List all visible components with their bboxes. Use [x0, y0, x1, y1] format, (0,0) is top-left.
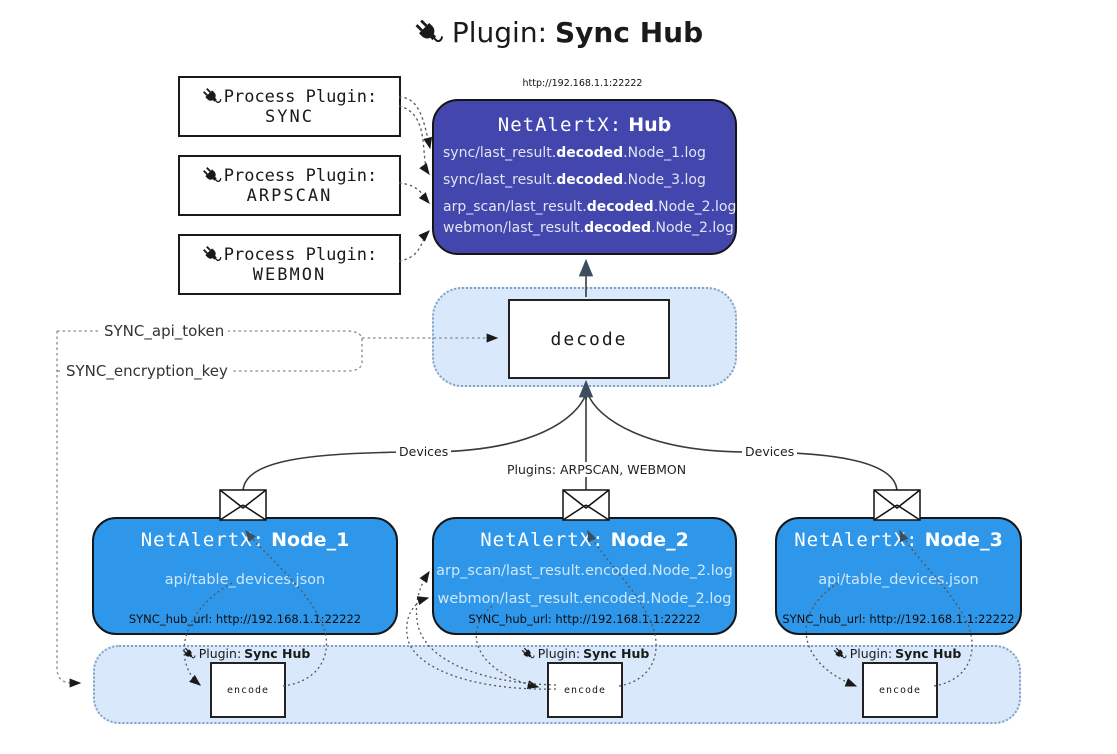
process-plugin-box-arpscan: Process Plugin: ARPSCAN: [178, 155, 401, 216]
encode-caption-prefix: Plugin:: [198, 646, 242, 661]
process-plugin-name: SYNC: [265, 106, 314, 127]
plug-icon: [202, 87, 222, 107]
node-hub-url: SYNC_hub_url: http://192.168.1.1:22222: [782, 612, 1015, 626]
decode-box: decode: [508, 299, 670, 379]
process-plugin-label: Process Plugin:: [223, 165, 378, 186]
log-pre: sync/last_result.: [443, 145, 557, 161]
process-plugin-label: Process Plugin:: [223, 86, 378, 107]
encode-caption-name: Sync Hub: [244, 646, 311, 661]
process-plugin-box-sync: Process Plugin: SYNC: [178, 76, 401, 137]
encode-label: encode: [226, 684, 270, 696]
hub-title-prefix: NetAlertX:: [497, 114, 623, 136]
node-file-line: api/table_devices.json: [164, 572, 326, 588]
node-file-line: arp_scan/last_result.encoded.Node_2.log: [436, 563, 733, 579]
encode-label: encode: [563, 684, 607, 696]
node-title: NetAlertX: Node_2: [434, 529, 735, 551]
plugins-label-mid: Plugins: ARPSCAN, WEBMON: [504, 462, 690, 477]
node-box-node1: NetAlertX: Node_1 api/table_devices.json…: [92, 517, 398, 635]
node-title-name: Node_3: [924, 529, 1003, 551]
node-title-prefix: NetAlertX:: [140, 529, 266, 551]
devices-label-right: Devices: [742, 444, 798, 459]
encode-box-node3: encode: [862, 662, 938, 718]
log-post: .Node_2.log: [653, 199, 737, 215]
encode-caption-prefix: Plugin:: [537, 646, 581, 661]
node-title-prefix: NetAlertX:: [794, 529, 919, 551]
node-file-line: api/table_devices.json: [818, 572, 979, 588]
plug-icon: [202, 245, 222, 265]
node-hub-url: SYNC_hub_url: http://192.168.1.1:22222: [468, 612, 701, 626]
node-title: NetAlertX: Node_1: [94, 529, 396, 551]
hub-title-name: Hub: [628, 114, 672, 136]
log-post: .Node_1.log: [623, 145, 706, 161]
process-to-hub-arrows: [398, 96, 433, 262]
plug-icon: [521, 647, 535, 661]
decode-label: decode: [550, 328, 628, 350]
plug-icon: [182, 647, 196, 661]
hub-url-label: http://192.168.1.1:22222: [522, 78, 643, 89]
log-pre: webmon/last_result.: [443, 220, 585, 236]
hub-log-line: sync/last_result.decoded.Node_1.log: [443, 145, 731, 161]
sync-encryption-key-label: SYNC_encryption_key: [62, 362, 232, 380]
encode-caption: Plugin: Sync Hub: [495, 646, 675, 661]
encode-caption: Plugin: Sync Hub: [807, 646, 987, 661]
node-title: NetAlertX: Node_3: [777, 529, 1020, 551]
encode-caption-name: Sync Hub: [895, 646, 962, 661]
log-pre: arp_scan/last_result.: [443, 199, 587, 215]
hub-log-line: arp_scan/last_result.decoded.Node_2.log: [443, 199, 736, 215]
encode-caption-name: Sync Hub: [583, 646, 650, 661]
hub-log-line: sync/last_result.decoded.Node_3.log: [443, 172, 731, 188]
node-file-line: webmon/last_result.encoded.Node_2.log: [437, 591, 732, 607]
log-bold: decoded: [556, 145, 624, 161]
hub-title: NetAlertX: Hub: [434, 114, 735, 136]
encode-box-node2: encode: [547, 662, 623, 718]
process-plugin-name: ARPSCAN: [246, 185, 333, 206]
encode-label: encode: [878, 684, 922, 696]
node-box-node2: NetAlertX: Node_2 arp_scan/last_result.e…: [432, 517, 737, 635]
process-plugin-label: Process Plugin:: [223, 244, 378, 265]
log-post: .Node_3.log: [623, 172, 706, 188]
title-prefix: Plugin:: [451, 16, 548, 49]
encode-box-node1: encode: [210, 662, 286, 718]
sync-api-token-label: SYNC_api_token: [100, 322, 229, 340]
process-plugin-name: WEBMON: [252, 264, 327, 285]
node-hub-url: SYNC_hub_url: http://192.168.1.1:22222: [128, 612, 362, 626]
node-title-name: Node_2: [610, 529, 689, 551]
hub-box: NetAlertX: Hub sync/last_result.decoded.…: [432, 99, 737, 255]
page-title: Plugin: Sync Hub: [0, 16, 1117, 49]
log-bold: decoded: [556, 172, 624, 188]
log-bold: decoded: [584, 220, 652, 236]
devices-label-left: Devices: [396, 444, 452, 459]
encode-caption-prefix: Plugin:: [849, 646, 893, 661]
encode-caption: Plugin: Sync Hub: [156, 646, 336, 661]
log-pre: sync/last_result.: [443, 172, 557, 188]
node-title-prefix: NetAlertX:: [480, 529, 605, 551]
plug-icon: [414, 18, 444, 48]
log-post: .Node_2.log: [651, 220, 734, 236]
title-name: Sync Hub: [555, 16, 704, 49]
hub-log-line: webmon/last_result.decoded.Node_2.log: [443, 220, 734, 236]
log-bold: decoded: [586, 199, 654, 215]
plug-icon: [202, 166, 222, 186]
node-box-node3: NetAlertX: Node_3 api/table_devices.json…: [775, 517, 1022, 635]
process-plugin-box-webmon: Process Plugin: WEBMON: [178, 234, 401, 295]
plug-icon: [833, 647, 847, 661]
envelope-icon: [219, 489, 921, 521]
node-title-name: Node_1: [271, 529, 350, 551]
